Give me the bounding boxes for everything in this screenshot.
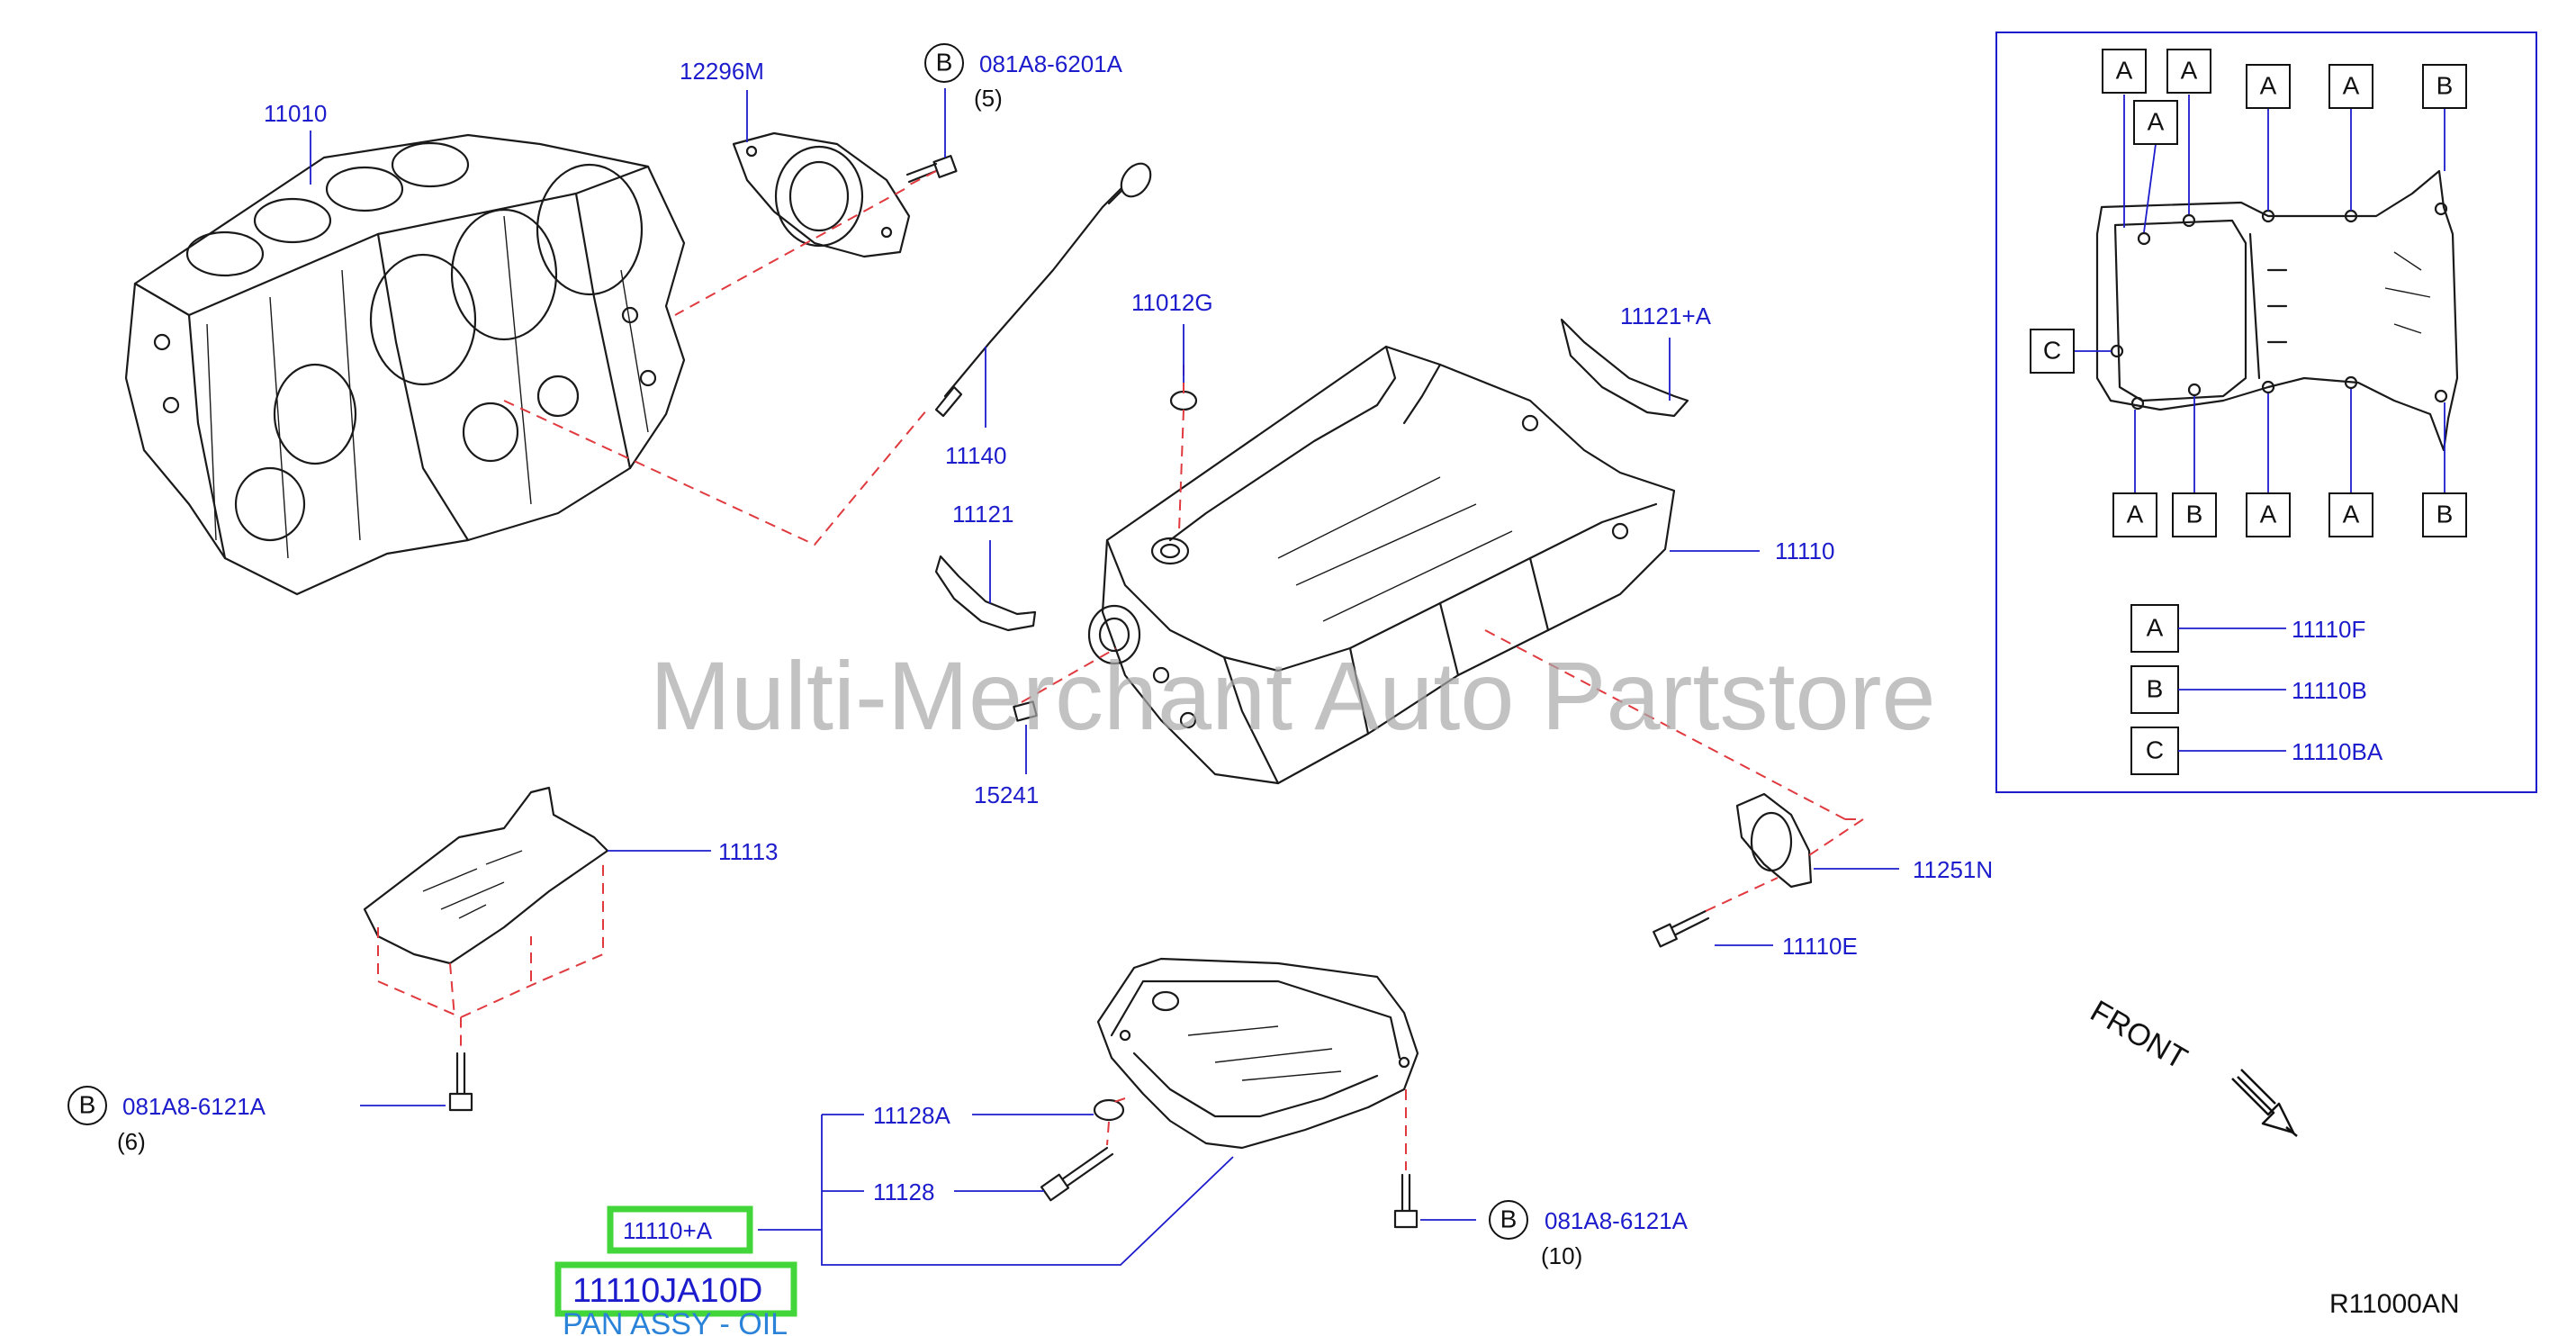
- label-11128: 11128: [873, 1178, 934, 1205]
- assembly-dashed-lines: [377, 170, 1864, 1170]
- baffle-upper-drawing: [1560, 318, 1689, 418]
- leader-lines: [310, 88, 1899, 1266]
- bolt-b-letter-top: B: [936, 48, 953, 76]
- label-081a8-6201a: 081A8-6201A: [979, 50, 1123, 77]
- bolt-b-letter-bottom: B: [1500, 1205, 1518, 1232]
- label-11251n: 11251N: [1913, 856, 1993, 883]
- qty-6: (6): [117, 1128, 146, 1155]
- inset-box-b2: [2172, 492, 2217, 537]
- engine-block-drawing: [124, 133, 686, 596]
- label-12296m: 12296M: [680, 58, 764, 85]
- inset-box-b5: [2422, 492, 2467, 537]
- label-11128a: 11128A: [873, 1102, 950, 1129]
- inset-letter-t2: A: [2181, 56, 2198, 84]
- callout-labels: 11010 12296M B 081A8-6201A (5) 11012G 11…: [68, 43, 1993, 1269]
- inset-box-c: [2030, 329, 2075, 374]
- inset-top-boxes: A A A A A B: [2102, 49, 2467, 145]
- legend-letter-b: B: [2147, 674, 2164, 702]
- label-11110: 11110: [1775, 537, 1835, 564]
- inset-letter-b5: B: [2436, 500, 2454, 528]
- watermark-text: Multi-Merchant Auto Partstore: [650, 641, 1936, 750]
- label-11121-a: 11121+A: [1620, 302, 1712, 329]
- label-11121: 11121: [952, 501, 1013, 528]
- inset-letter-b3: A: [2260, 500, 2277, 528]
- drain-plug-drawing: [1169, 390, 1198, 411]
- legend-box-b: [2130, 665, 2179, 714]
- rear-seal-drawing: [1735, 792, 1813, 889]
- baffle-plate-drawing: [363, 786, 609, 965]
- bolt-bottom-drawing: [1393, 1173, 1419, 1229]
- upper-oil-pan-drawing: [1087, 345, 1676, 785]
- part-name: PAN ASSY - OIL: [563, 1307, 788, 1336]
- dowel-pin-drawing: [1013, 700, 1038, 722]
- inset-box-t1: [2102, 49, 2147, 94]
- legend-code-b: 11110B: [2292, 677, 2367, 704]
- legend-code-c: 11110BA: [2292, 738, 2383, 765]
- inset-box-t4: [2246, 64, 2291, 109]
- bolt-left-drawing: [448, 1052, 473, 1112]
- inset-box-t2: [2166, 49, 2211, 94]
- inset-bottom-boxes: A B A A B: [2112, 492, 2467, 537]
- lower-oil-pan-drawing: [1096, 957, 1419, 1150]
- inset-box-b4: [2328, 492, 2373, 537]
- diagram-ref: R11000AN: [2329, 1289, 2460, 1319]
- legend-code-a: 11110F: [2292, 616, 2365, 643]
- inset-box-b1: [2112, 492, 2157, 537]
- inset-pan-drawing: [2095, 169, 2459, 452]
- drain-washer-drawing: [1093, 1098, 1125, 1122]
- label-15241: 15241: [974, 781, 1039, 808]
- label-11012g: 11012G: [1131, 289, 1213, 316]
- qty-10: (10): [1541, 1242, 1582, 1269]
- part-number: 11110JA10D: [572, 1272, 762, 1310]
- inset-letter-t4: A: [2260, 71, 2277, 99]
- dipstick-drawing: [934, 162, 1152, 418]
- highlight-11110-a: [607, 1205, 753, 1254]
- bolt-b-circle-bottom: [1489, 1200, 1528, 1240]
- bolt-b-letter-left: B: [79, 1090, 96, 1118]
- legend-box-a: [2130, 604, 2179, 653]
- bolt-top-drawing: [905, 155, 958, 184]
- highlight-part-number: [554, 1261, 797, 1317]
- inset-letter-b1: A: [2127, 500, 2144, 528]
- bolt-11110e-drawing: [1653, 909, 1710, 948]
- inset-letter-b2: B: [2186, 500, 2203, 528]
- inset-box-t3: [2133, 100, 2178, 145]
- inset-leader-lines: [2074, 95, 2445, 493]
- label-11140: 11140: [945, 442, 1006, 469]
- front-arrow-icon: [2231, 1076, 2295, 1134]
- inset-letter-t1: A: [2116, 56, 2133, 84]
- bolt-b-circle-left: [68, 1086, 107, 1125]
- seal-retainer-drawing: [732, 131, 911, 258]
- inset-box-t5: [2328, 64, 2373, 109]
- inset-panel: A A A A A B C A B A A B: [1995, 32, 2537, 793]
- label-081a8-6121a-left: 081A8-6121A: [122, 1093, 266, 1120]
- inset-letter-t3: A: [2148, 107, 2165, 135]
- inset-letter-c: C: [2043, 336, 2061, 364]
- inset-letter-t6: B: [2436, 71, 2454, 99]
- legend-letter-a: A: [2147, 613, 2164, 641]
- label-081a8-6121a-bottom: 081A8-6121A: [1545, 1207, 1689, 1234]
- drain-bolt-drawing: [1040, 1146, 1114, 1202]
- inset-letter-t5: A: [2343, 71, 2360, 99]
- inset-box-t6: [2422, 64, 2467, 109]
- front-label: FRONT: [2085, 994, 2193, 1076]
- inset-legend: A 11110F B 11110B C 11110BA: [2130, 604, 2383, 775]
- inset-box-b3: [2246, 492, 2291, 537]
- legend-letter-c: C: [2146, 736, 2164, 763]
- baffle-lower-drawing: [934, 555, 1037, 632]
- inset-letter-b4: A: [2343, 500, 2360, 528]
- bolt-b-circle-top: [924, 43, 964, 83]
- label-11113: 11113: [718, 838, 779, 865]
- qty-5: (5): [974, 85, 1003, 112]
- label-11010: 11010: [264, 100, 327, 127]
- inset-frame: [1995, 32, 2537, 793]
- label-11110e: 11110E: [1782, 933, 1858, 960]
- label-11110-a: 11110+A: [623, 1217, 713, 1244]
- front-indicator: FRONT: [2085, 994, 2298, 1137]
